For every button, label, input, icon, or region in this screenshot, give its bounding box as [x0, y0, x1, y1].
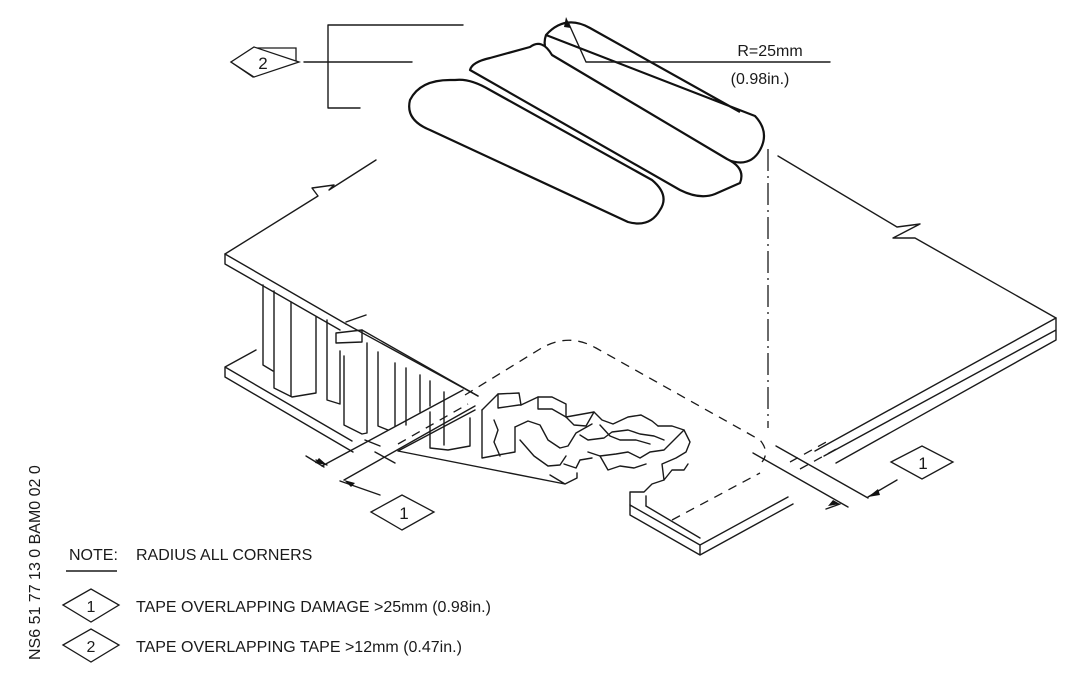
- dimension-right: [752, 440, 898, 510]
- callout-2-top: 2: [229, 46, 302, 78]
- radius-value: R=25mm: [737, 43, 802, 60]
- svg-text:1: 1: [399, 504, 408, 523]
- note-label: NOTE:: [69, 547, 118, 564]
- radius-imperial: (0.98in.): [731, 71, 790, 88]
- honeycomb-core-left: [262, 284, 445, 446]
- repair-area-outline: [464, 339, 767, 463]
- damage-right-skin: [629, 496, 794, 556]
- panel-top-left-edge: [224, 159, 377, 255]
- legend-diamond-1: [61, 588, 121, 623]
- svg-text:1: 1: [918, 454, 927, 473]
- note-text: RADIUS ALL CORNERS: [136, 547, 312, 564]
- panel-left-skin: [224, 253, 367, 344]
- drawing-id: NS6 51 77 13 0 BAM0 02 0: [27, 465, 44, 660]
- callout-1-left: 1: [369, 494, 436, 531]
- svg-text:TAPE OVERLAPPING TAPE >12mm (0: TAPE OVERLAPPING TAPE >12mm (0.47in.): [136, 639, 462, 656]
- dimension-left: [305, 389, 476, 496]
- legend-item-2: 2 TAPE OVERLAPPING TAPE >12mm (0.47in.): [61, 628, 462, 663]
- panel-top-right-edge: [777, 155, 1057, 319]
- damaged-honeycomb: [481, 392, 691, 507]
- radius-leader: [567, 21, 831, 63]
- panel-right-front-edge: [814, 317, 1057, 464]
- svg-text:2: 2: [87, 639, 96, 656]
- tape-strips: [408, 21, 766, 225]
- svg-text:2: 2: [258, 54, 267, 73]
- panel-left-lower-skin: [224, 349, 354, 453]
- tape-strip-front: [408, 78, 665, 225]
- callout-2-leaders: [303, 24, 464, 109]
- legend-item-1: 1 TAPE OVERLAPPING DAMAGE >25mm (0.98in.…: [61, 588, 491, 623]
- svg-text:TAPE OVERLAPPING DAMAGE >25mm: TAPE OVERLAPPING DAMAGE >25mm (0.98in.): [136, 599, 491, 616]
- callout-1-right: 1: [889, 445, 955, 480]
- svg-text:1: 1: [87, 599, 96, 616]
- damage-lower-skin: [397, 409, 578, 485]
- legend-diamond-2: [61, 628, 121, 663]
- tape-strip-middle: [468, 42, 743, 198]
